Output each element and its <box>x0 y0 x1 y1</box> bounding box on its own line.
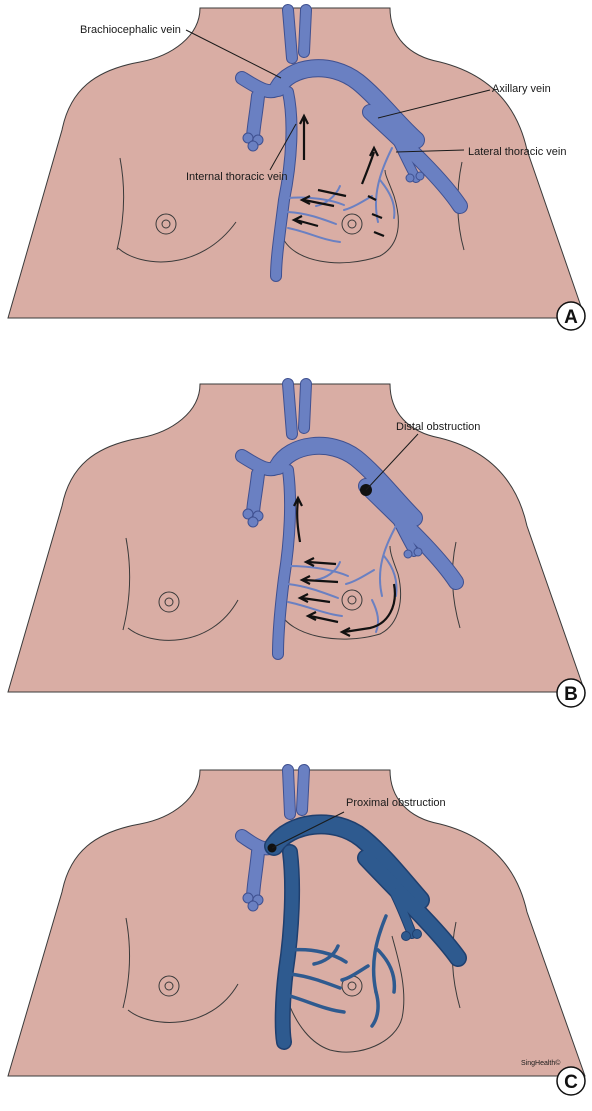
panel-b: Distal obstruction B <box>0 370 592 740</box>
panel-a: Brachiocephalic vein Axillary vein Later… <box>0 0 592 370</box>
label-brachiocephalic-vein: Brachiocephalic vein <box>80 24 181 36</box>
credit-singhealth: SingHealth© <box>521 1059 561 1067</box>
panel-letter-c-badge: C <box>557 1067 585 1095</box>
label-proximal-obstruction: Proximal obstruction <box>346 797 446 809</box>
panel-letter-a: A <box>564 307 578 328</box>
label-distal-obstruction: Distal obstruction <box>396 421 480 433</box>
panel-letter-b-badge: B <box>557 679 585 707</box>
label-lateral-thoracic-vein: Lateral thoracic vein <box>468 146 566 158</box>
panel-c: Proximal obstruction SingHealth© C <box>0 740 592 1110</box>
panel-letter-b: B <box>564 684 578 705</box>
label-internal-thoracic-vein: Internal thoracic vein <box>186 171 288 183</box>
panel-letter-a-badge: A <box>557 302 585 330</box>
label-axillary-vein: Axillary vein <box>492 83 551 95</box>
panel-letter-c: C <box>564 1072 578 1093</box>
